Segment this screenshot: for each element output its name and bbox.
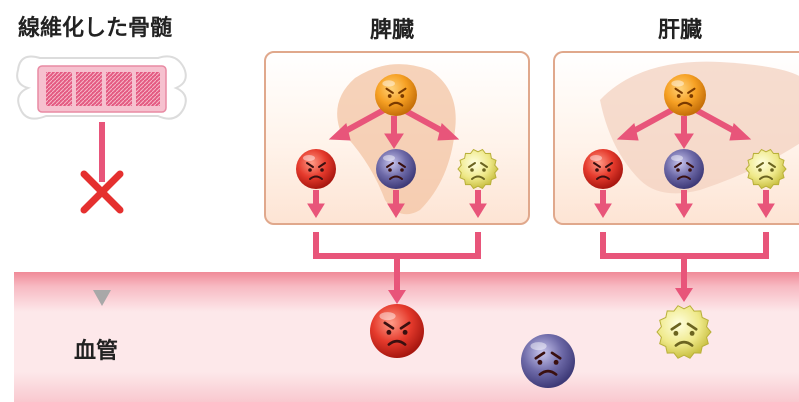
angry-red-cell-icon-spleen [296, 149, 336, 189]
bone-icon [16, 55, 187, 120]
sad-purple-cell-icon-liver [664, 149, 704, 189]
angry-red-cell-icon-liver [583, 149, 623, 189]
angry-orange-cell-icon-spleen [375, 74, 417, 116]
angry-orange-cell-icon-liver [664, 74, 706, 116]
blood-vessel-label: 血管 [74, 339, 119, 364]
fibrotic-marrow-label: 線維化した骨髄 [18, 16, 173, 41]
sad-purple-cell-icon-spleen [376, 149, 416, 189]
marrow-to-vessel-arrow [93, 122, 111, 306]
spleen-label: 脾臓 [370, 18, 415, 43]
x-mark-icon [80, 170, 124, 214]
liver-to-vessel-connector [600, 232, 769, 302]
spleen-to-vessel-connector [313, 232, 481, 304]
angry-red-cell-icon-vessel [370, 304, 424, 358]
liver-label: 肝臓 [658, 18, 703, 43]
liver-arrows [594, 107, 775, 218]
worried-yellow-cell-icon-spleen [457, 148, 499, 190]
sad-purple-cell-icon-vessel [521, 334, 575, 388]
worried-yellow-cell-icon-liver [745, 148, 787, 190]
worried-yellow-cell-icon-vessel [656, 305, 712, 359]
spleen-arrows [307, 107, 487, 218]
